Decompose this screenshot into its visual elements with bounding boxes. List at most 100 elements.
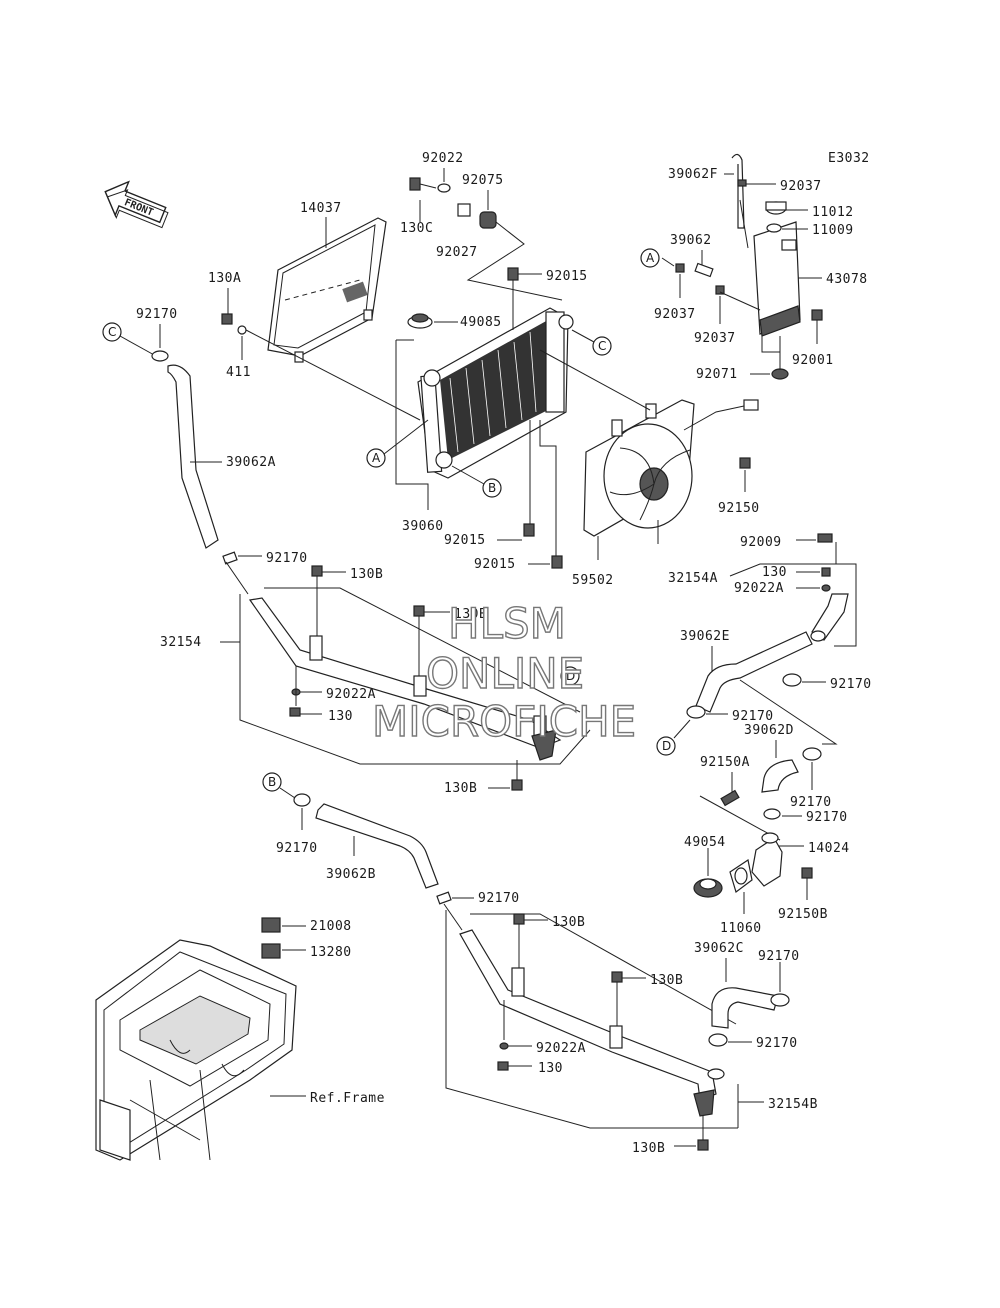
diagram-code: E3032 — [828, 151, 870, 166]
svg-text:HLSM: HLSM — [448, 599, 566, 648]
hose-39062C — [711, 987, 779, 1029]
part-92170-top: 92170 — [136, 307, 178, 322]
radiator-core — [417, 307, 574, 479]
part-130B-3: 130B — [444, 781, 477, 796]
part-130B-2: 130B — [454, 607, 487, 622]
frame-reference — [95, 917, 297, 1161]
hose-39062F — [731, 153, 745, 229]
part-92170-b: 92170 — [276, 841, 318, 856]
part-11060: 11060 — [720, 921, 762, 936]
bolt-130B-1 — [311, 565, 323, 577]
part-130C: 130C — [400, 221, 433, 236]
part-92150A: 92150A — [700, 755, 750, 770]
part-92015-top: 92015 — [546, 269, 588, 284]
bolt-130C — [409, 177, 437, 191]
bolt-130B-5 — [611, 971, 623, 983]
bolt-130A — [221, 313, 233, 325]
part-130B-4: 130B — [552, 915, 585, 930]
ref-circle-B1: B — [482, 478, 502, 498]
part-92075: 92075 — [462, 173, 504, 188]
pipe-32154 — [248, 597, 562, 761]
part-130B-5: 130B — [650, 973, 683, 988]
part-39062: 39062 — [670, 233, 712, 248]
part-130-1: 130 — [328, 709, 353, 724]
svg-text:A: A — [646, 251, 655, 265]
pipe-32154B — [459, 929, 725, 1117]
part-92022: 92022 — [422, 151, 464, 166]
bolt-130B-2 — [413, 605, 425, 617]
part-92170-e1: 92170 — [830, 677, 872, 692]
svg-text:B: B — [268, 775, 276, 789]
watermark: HLSM ONLINE MICROFICHE — [371, 598, 637, 746]
part-92015-a: 92015 — [444, 533, 486, 548]
part-92170-low: 92170 — [478, 891, 520, 906]
svg-text:C: C — [108, 325, 116, 339]
part-130B-1: 130B — [350, 567, 383, 582]
part-92170-d2: 92170 — [806, 810, 848, 825]
svg-text:D: D — [662, 739, 671, 753]
part-11012: 11012 — [812, 205, 854, 220]
part-92037-c: 92037 — [694, 331, 736, 346]
part-92170-mid: 92170 — [266, 551, 308, 566]
part-39062B: 39062B — [326, 867, 376, 882]
part-92022A-3: 92022A — [536, 1041, 586, 1056]
part-39062E: 39062E — [680, 629, 730, 644]
part-92009: 92009 — [740, 535, 782, 550]
bolt-92150A — [720, 789, 740, 807]
part-92015-b: 92015 — [474, 557, 516, 572]
part-92037-b: 92037 — [654, 307, 696, 322]
part-411: 411 — [226, 365, 251, 380]
ref-circle-C1: C — [102, 322, 122, 342]
ref-frame-label: Ref.Frame — [310, 1091, 385, 1106]
ref-circle-A1: A — [640, 248, 660, 268]
svg-text:D: D — [566, 669, 575, 683]
ref-circle-D1: D — [560, 666, 580, 686]
part-11009: 11009 — [812, 223, 854, 238]
part-92037-a: 92037 — [780, 179, 822, 194]
thermostat-housing — [751, 832, 783, 887]
hose-39062A — [167, 364, 219, 549]
bolt-92009 — [817, 533, 833, 543]
svg-text:ONLINE: ONLINE — [426, 649, 584, 698]
part-32154A: 32154A — [668, 571, 718, 586]
part-14024: 14024 — [808, 841, 850, 856]
part-92170-c2: 92170 — [756, 1036, 798, 1051]
gasket-11060 — [729, 859, 753, 893]
hose-39062E — [695, 631, 813, 713]
reservoir-cap — [765, 201, 787, 233]
part-92150: 92150 — [718, 501, 760, 516]
part-92001: 92001 — [792, 353, 834, 368]
ref-circle-D2: D — [656, 736, 676, 756]
ref-circle-B2: B — [262, 772, 282, 792]
svg-text:A: A — [372, 451, 381, 465]
part-32154: 32154 — [160, 635, 202, 650]
part-39062D: 39062D — [744, 723, 794, 738]
svg-text:MICROFICHE: MICROFICHE — [372, 697, 636, 746]
cooling-fan — [583, 399, 695, 537]
bolt-92150 — [739, 457, 751, 469]
part-21008: 21008 — [310, 919, 352, 934]
part-39062C: 39062C — [694, 941, 744, 956]
part-130A: 130A — [208, 271, 241, 286]
hose-39062D — [761, 759, 799, 793]
radiator-screen — [267, 217, 387, 363]
part-92150B: 92150B — [778, 907, 828, 922]
part-59502: 59502 — [572, 573, 614, 588]
part-14037: 14037 — [300, 201, 342, 216]
hose-39062B — [315, 803, 439, 889]
pipe-32154A — [810, 593, 849, 642]
part-49085: 49085 — [460, 315, 502, 330]
part-39062F: 39062F — [668, 167, 718, 182]
part-92170-c1: 92170 — [758, 949, 800, 964]
part-130-3: 130 — [538, 1061, 563, 1076]
radiator-cap — [407, 313, 433, 329]
part-13280: 13280 — [310, 945, 352, 960]
reservoir-tank — [753, 221, 801, 337]
bolt-130B-4 — [513, 913, 525, 925]
ref-circle-C2: C — [592, 336, 612, 356]
part-39060: 39060 — [402, 519, 444, 534]
svg-text:C: C — [598, 339, 606, 353]
part-130-2: 130 — [762, 565, 787, 580]
front-arrow-icon: FRONT — [104, 180, 169, 229]
